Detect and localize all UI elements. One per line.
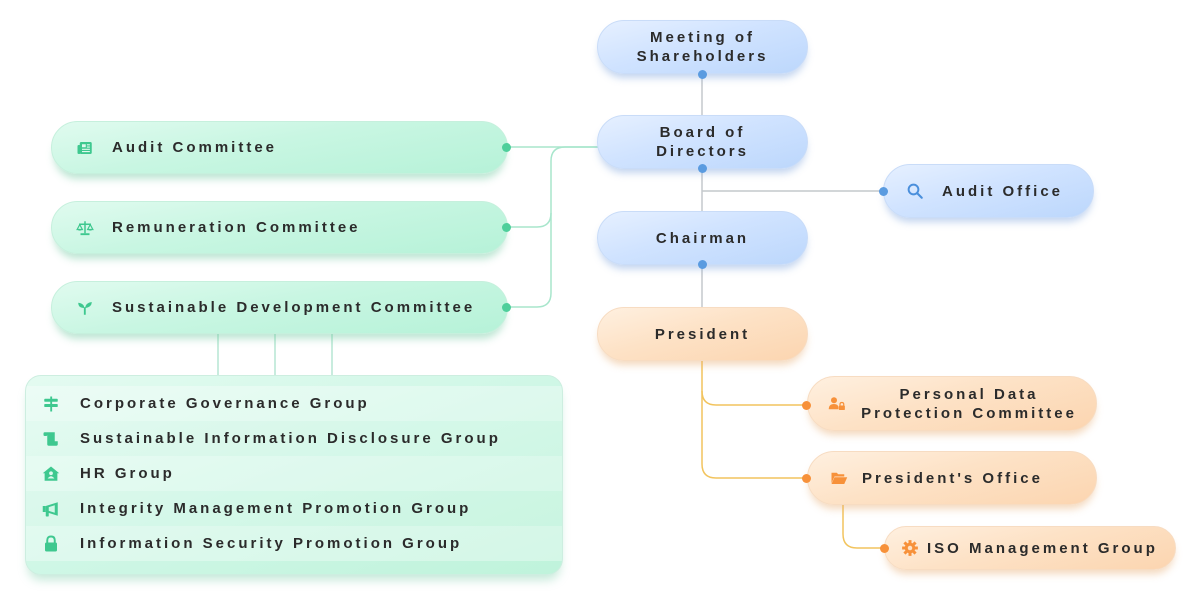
- group-item[interactable]: HR Group: [26, 456, 562, 491]
- node-personal-data-protection-committee[interactable]: Personal Data Protection Committee: [807, 376, 1097, 431]
- connector-presidents-office: [701, 391, 806, 479]
- node-label-line1: Board of: [659, 124, 746, 141]
- node-label: Audit Committee: [112, 139, 277, 156]
- connector-dot: [502, 303, 511, 312]
- node-label-line1: Meeting of: [650, 29, 755, 46]
- group-item[interactable]: Integrity Management Promotion Group: [26, 491, 562, 526]
- megaphone-icon: [40, 498, 62, 520]
- node-audit-office[interactable]: Audit Office: [883, 164, 1094, 218]
- connector-dot: [879, 187, 888, 196]
- node-meeting-of-shareholders[interactable]: Meeting of Shareholders: [597, 20, 808, 74]
- seedling-icon: [74, 297, 96, 319]
- newspaper-icon: [74, 137, 96, 159]
- node-presidents-office[interactable]: President's Office: [807, 451, 1097, 505]
- node-remuneration-committee[interactable]: Remuneration Committee: [51, 201, 508, 254]
- node-label: President: [654, 325, 751, 343]
- node-label-line2: Directors: [656, 143, 749, 160]
- folder-open-icon: [828, 467, 850, 489]
- lock-icon: [40, 533, 62, 555]
- node-board-of-directors[interactable]: Board of Directors: [597, 115, 808, 169]
- group-item[interactable]: Corporate Governance Group: [26, 386, 562, 421]
- node-label: Audit Office: [942, 182, 1063, 200]
- group-item[interactable]: Information Security Promotion Group: [26, 526, 562, 561]
- node-iso-management-group[interactable]: ISO Management Group: [884, 526, 1176, 570]
- connector-dot: [880, 544, 889, 553]
- connector-sustainable-committee: [506, 213, 552, 308]
- connector-dot: [502, 143, 511, 152]
- scale-icon: [74, 217, 96, 239]
- connector-remuneration-committee: [506, 146, 598, 228]
- connector-dot: [802, 474, 811, 483]
- connector-dot: [502, 223, 511, 232]
- connector-dot: [698, 260, 707, 269]
- sustainable-development-groups-panel: Corporate Governance Group Sustainable I…: [25, 375, 563, 575]
- connector-personal-data: [701, 360, 806, 406]
- search-icon: [904, 180, 926, 202]
- connector-dot: [698, 70, 707, 79]
- connector-iso-group: [842, 504, 884, 549]
- node-chairman[interactable]: Chairman: [597, 211, 808, 265]
- node-label: Sustainable Development Committee: [112, 299, 476, 316]
- group-label: HR Group: [80, 465, 175, 482]
- group-item[interactable]: Sustainable Information Disclosure Group: [26, 421, 562, 456]
- node-label: Chairman: [655, 229, 750, 247]
- node-label-line2: Protection Committee: [861, 404, 1077, 422]
- gear-icon: [899, 537, 921, 559]
- node-label-line2: Shareholders: [636, 48, 769, 65]
- node-label-line1: Personal Data: [899, 385, 1039, 403]
- signpost-icon: [40, 393, 62, 415]
- node-label: President's Office: [862, 469, 1043, 487]
- connector-dot: [698, 164, 707, 173]
- house-user-icon: [40, 463, 62, 485]
- scroll-icon: [40, 428, 62, 450]
- connector-dot: [802, 401, 811, 410]
- group-label: Corporate Governance Group: [80, 395, 370, 412]
- node-sustainable-development-committee[interactable]: Sustainable Development Committee: [51, 281, 508, 334]
- node-audit-committee[interactable]: Audit Committee: [51, 121, 508, 174]
- node-label: ISO Management Group: [927, 539, 1158, 557]
- group-label: Sustainable Information Disclosure Group: [80, 430, 501, 447]
- node-president[interactable]: President: [597, 307, 808, 361]
- group-label: Information Security Promotion Group: [80, 535, 463, 552]
- group-label: Integrity Management Promotion Group: [80, 500, 472, 517]
- node-label: Remuneration Committee: [112, 219, 361, 236]
- user-lock-icon: [826, 393, 848, 415]
